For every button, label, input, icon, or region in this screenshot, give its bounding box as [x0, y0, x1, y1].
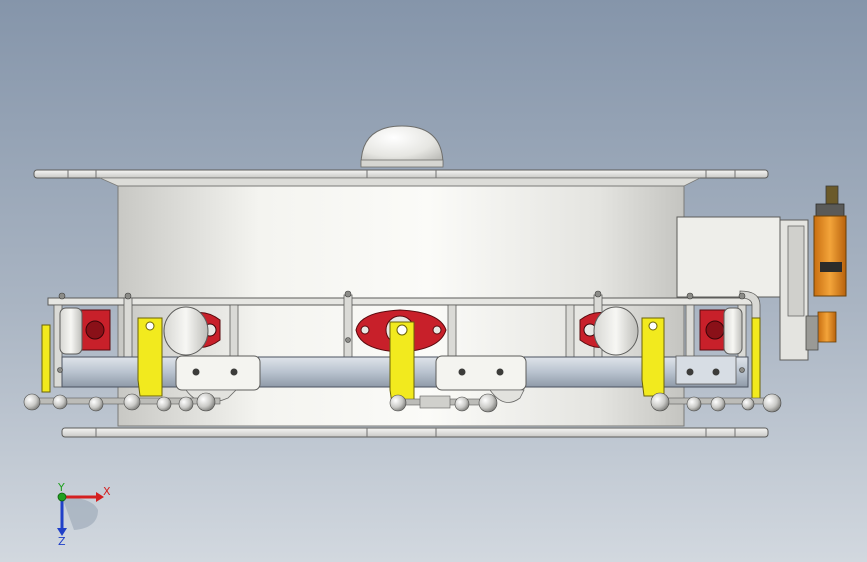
- orange-actuator: [805, 185, 847, 351]
- orientation-triad: [57, 492, 104, 536]
- yellow-brackets: [41, 317, 761, 405]
- roller-cylinders: [59, 306, 743, 356]
- right-housing-box: [676, 216, 809, 361]
- z-axis-label: Z: [58, 535, 66, 548]
- ball-joint-rods: [23, 392, 782, 413]
- top-flange-flare: [99, 177, 701, 187]
- y-axis-label: Y: [58, 481, 65, 494]
- frame-bolts: [57, 290, 746, 373]
- bottom-plate: [61, 427, 769, 438]
- upper-frame-rail: [47, 290, 761, 319]
- top-dome: [360, 125, 444, 168]
- y-axis-dot: [57, 492, 67, 502]
- top-plate: [33, 169, 769, 179]
- x-axis-label: X: [103, 485, 111, 498]
